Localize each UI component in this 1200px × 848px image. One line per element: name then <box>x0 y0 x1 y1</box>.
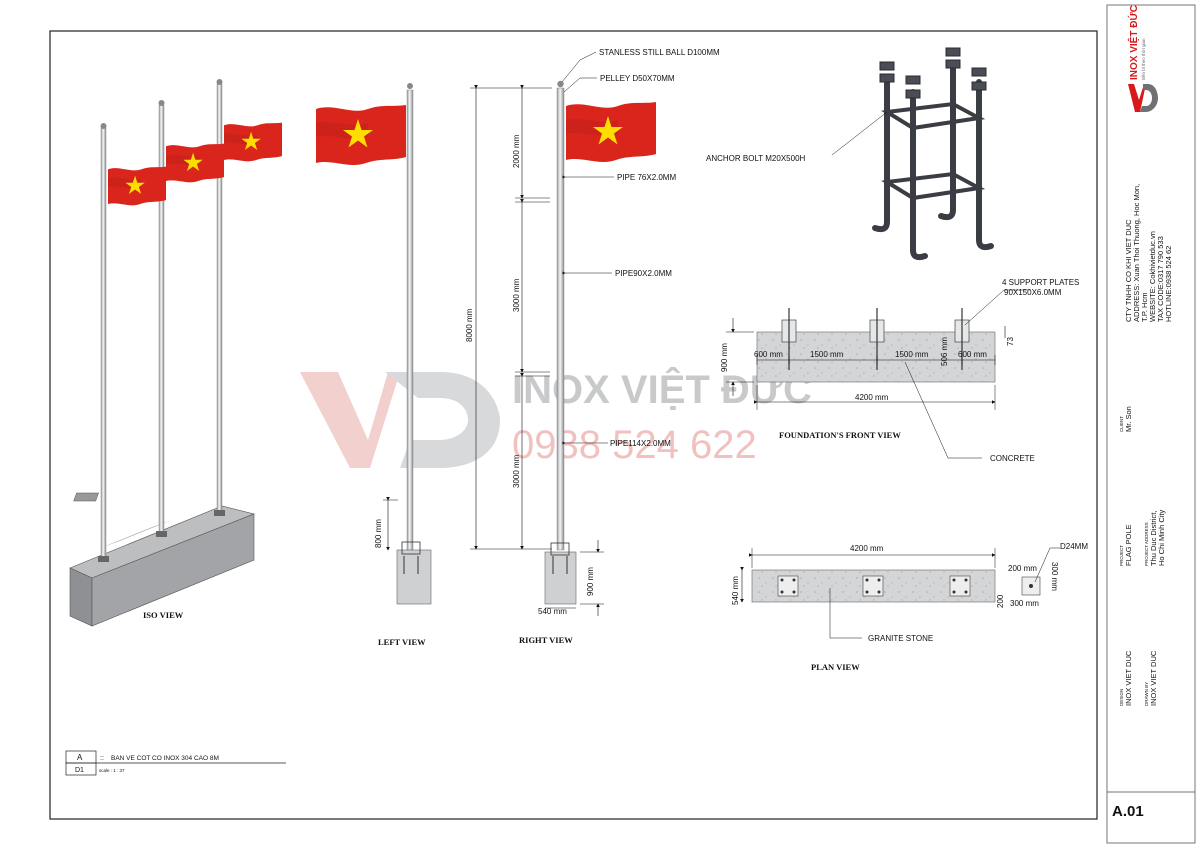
iso-pole-1 <box>100 127 107 559</box>
plan-view-title: PLAN VIEW <box>811 662 860 672</box>
ball-label: STANLESS STILL BALL D100MM <box>599 48 720 57</box>
left-pole <box>406 89 414 551</box>
front-dim-1500b: 1500 mm <box>895 350 929 359</box>
client-caption: CLIENT <box>1119 416 1124 432</box>
logo-name: INOX VIỆT ĐỨC <box>1127 5 1140 80</box>
iso-ball-1 <box>100 123 107 129</box>
plate-dim-200b: 200 <box>996 594 1005 608</box>
foundation-front-view: 600 mm 1500 mm 1500 mm 600 mm 4200 mm 90… <box>720 278 1079 463</box>
support-plates-label: 4 SUPPORT PLATES <box>1002 278 1079 287</box>
segment-2-dim: 3000 mm <box>512 278 521 312</box>
company-info: CTY TNHH CO KHI VIET DUC ADDRESS: Xuan T… <box>1124 184 1173 322</box>
logo-tagline: Bền bỉ theo thời gian <box>1140 38 1146 80</box>
anchor-bolt-cage <box>831 47 994 261</box>
iso-ball-2 <box>158 100 165 106</box>
total-height-dim: 8000 mm <box>465 308 474 342</box>
watermark: INOX VIỆT ĐỨC 0938 524 622 <box>300 366 812 468</box>
title-block: INOX VIỆT ĐỨC Bền bỉ theo thời gian CTY … <box>1107 5 1195 820</box>
iso-flag-2 <box>166 143 224 183</box>
plate-hole-label: D24MM <box>1060 542 1088 551</box>
drawing-sheet-id: D1 <box>75 767 84 774</box>
segment-3-dim: 3000 mm <box>512 454 521 488</box>
project-address-caption: PROJECT ADDRESS <box>1144 522 1149 566</box>
pipe114-label: PIPE114X2.0MM <box>610 439 671 448</box>
project-name: FLAG POLE <box>1124 524 1133 566</box>
front-dim-length: 4200 mm <box>855 393 889 402</box>
right-base-height-dim: 900 mm <box>586 567 595 596</box>
right-view-title: RIGHT VIEW <box>519 635 573 645</box>
front-dim-600a: 600 mm <box>754 350 783 359</box>
title-block-frame <box>1106 4 1196 844</box>
drawing-title: A :: BAN VE COT CO INOX 304 CAO 8M D1 sc… <box>65 750 286 776</box>
company-logo: INOX VIỆT ĐỨC Bền bỉ theo thời gian <box>1127 5 1158 112</box>
right-base <box>544 551 577 605</box>
right-ball <box>557 80 564 88</box>
support-plates-size: 90X150X6.0MM <box>1004 288 1062 297</box>
client-name: Mr. Son <box>1124 406 1133 432</box>
drawn-by-caption: DRAWN BY <box>1144 682 1149 706</box>
segment-1-dim: 2000 mm <box>512 134 521 168</box>
company-line-5: TAX CODE:0317 790 533 <box>1156 236 1165 322</box>
company-line-4: WEBSITE: Cokhivietduc.vn <box>1148 231 1157 322</box>
drawing-sep: :: <box>100 755 104 762</box>
left-view: 800 mm LEFT VIEW <box>316 83 432 647</box>
sheet-border <box>49 30 1098 820</box>
left-flag <box>316 105 406 165</box>
plate-dim-200a: 200 mm <box>1008 564 1037 573</box>
anchor-bolt-label: ANCHOR BOLT M20X500H <box>706 154 806 163</box>
project-address-line-1: Thu Duc District, <box>1149 511 1158 566</box>
iso-flag-1 <box>108 166 166 206</box>
plate-dim-300a: 300 mm <box>1050 562 1059 591</box>
design-caption: DESIGN <box>1119 689 1124 706</box>
iso-view-title: ISO VIEW <box>143 610 184 620</box>
drawn-by: INOX VIET DUC <box>1149 650 1158 706</box>
pulley-label: PELLEY D50X70MM <box>600 74 675 83</box>
front-view-title: FOUNDATION'S FRONT VIEW <box>779 430 901 440</box>
front-dim-506: 506 mm <box>940 337 949 366</box>
project-address-line-2: Ho Chi Minh City <box>1157 509 1166 566</box>
sheet-number: A.01 <box>1112 803 1144 820</box>
design-by: INOX VIET DUC <box>1124 650 1133 706</box>
pipe90-label: PIPE90X2.0MM <box>615 269 672 278</box>
right-base-width-dim: 540 mm <box>538 607 567 616</box>
project-caption: PROJECT <box>1119 545 1124 566</box>
drawing-code: A <box>77 753 83 762</box>
concrete-label: CONCRETE <box>990 454 1035 463</box>
right-pole <box>556 87 565 551</box>
front-dim-600b: 600 mm <box>958 350 987 359</box>
granite-label: GRANITE STONE <box>868 634 933 643</box>
left-view-title: LEFT VIEW <box>378 637 426 647</box>
plan-view: 4200 mm 540 mm D24MM 200 mm 200 300 mm 3… <box>731 542 1088 672</box>
plate-dim-300b: 300 mm <box>1010 599 1039 608</box>
company-line-2: ADDRESS: Xuan Thoi Thuong, Hoc Mon, <box>1132 184 1141 322</box>
right-view: STANLESS STILL BALL D100MM PELLEY D50X70… <box>465 48 720 645</box>
left-base-dim: 800 mm <box>374 519 383 548</box>
company-line-6: HOTLINE:0938 524 62 <box>1164 246 1173 322</box>
pipe76-label: PIPE 76X2.0MM <box>617 173 676 182</box>
iso-ball-3 <box>216 79 223 85</box>
plan-dim-width: 540 mm <box>731 576 740 605</box>
right-flag <box>566 102 656 162</box>
iso-flag-3 <box>224 122 282 162</box>
front-dim-73: 73 <box>1006 337 1015 346</box>
front-dim-1500a: 1500 mm <box>810 350 844 359</box>
iso-view: ISO VIEW <box>69 79 282 627</box>
front-dim-height: 900 mm <box>720 343 729 372</box>
drawing-scale: scale : 1 : 37 <box>99 768 125 773</box>
company-line-1: CTY TNHH CO KHI VIET DUC <box>1124 219 1133 322</box>
watermark-phone: 0938 524 622 <box>512 423 757 467</box>
drawing-title-text: BAN VE COT CO INOX 304 CAO 8M <box>111 755 219 762</box>
plan-dim-length: 4200 mm <box>850 544 884 553</box>
left-base <box>396 549 432 605</box>
company-line-3: T.P. Hcm <box>1140 293 1149 322</box>
